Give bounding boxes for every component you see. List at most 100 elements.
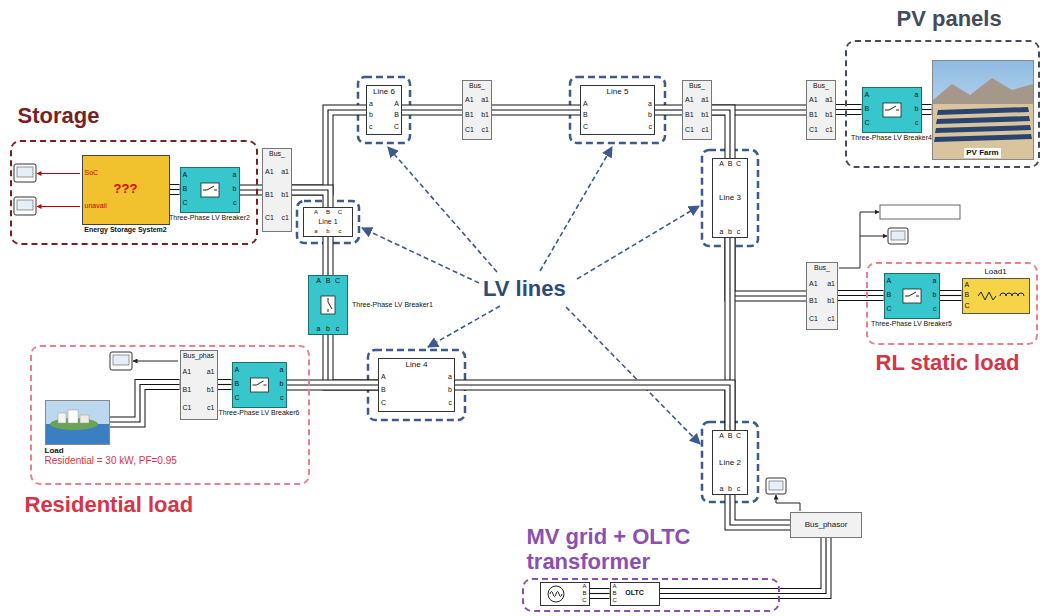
scope-symbol xyxy=(14,197,36,215)
block-title: Load1 xyxy=(984,267,1006,276)
wire-stroke xyxy=(730,495,790,525)
port-label: A1 xyxy=(465,96,474,104)
port-label: a1 xyxy=(481,96,489,104)
port-label: c1 xyxy=(826,126,833,134)
three-phase-wire xyxy=(922,109,932,110)
port-label: C xyxy=(865,119,870,127)
pointer-arrow xyxy=(540,147,612,271)
wire-stroke xyxy=(455,385,730,430)
port-label: a1 xyxy=(281,168,289,176)
port-label: a xyxy=(720,228,724,236)
wire-stroke xyxy=(655,109,682,110)
dashed-frame xyxy=(702,150,758,246)
port-label: B xyxy=(582,590,586,597)
port-label: b xyxy=(233,185,237,193)
group-heading: Residential load xyxy=(25,492,194,517)
wire-stroke xyxy=(655,105,682,116)
group-heading: PV panels xyxy=(897,6,1002,31)
signal-line xyxy=(776,495,800,511)
wire-stroke xyxy=(940,291,962,300)
wire-stroke xyxy=(492,109,580,110)
three-phase-wire xyxy=(730,495,790,525)
wire-stroke xyxy=(287,379,379,391)
port-label: C xyxy=(381,399,386,407)
three-phase-wire xyxy=(218,384,232,385)
scope-screen xyxy=(113,355,129,365)
dashed-frame xyxy=(297,201,359,243)
wire-stroke xyxy=(836,104,862,116)
wire-stroke xyxy=(327,237,328,275)
scope-symbol xyxy=(14,164,36,182)
wire-stroke xyxy=(730,238,806,296)
block-caption: Three-Phase LV Breaker1 xyxy=(352,301,433,309)
port-label: b xyxy=(915,105,919,113)
port-label: c1 xyxy=(282,214,289,222)
group-heading: Storage xyxy=(18,103,100,128)
wire-stroke xyxy=(402,106,462,115)
simulink-block: LoadResidential = 30 kW, PF=0.95 xyxy=(45,400,110,445)
simulink-block: ABC xyxy=(540,582,590,606)
simulink-block: ABCabcThree-Phase LV Breaker1 xyxy=(308,275,348,335)
wire-stroke xyxy=(287,380,379,390)
port-label: b1 xyxy=(481,111,489,119)
panel-row xyxy=(935,125,1031,133)
wire-stroke xyxy=(730,238,806,296)
port-label: B xyxy=(613,590,617,597)
port-label: C xyxy=(736,432,741,440)
wire-stroke xyxy=(730,495,790,525)
wire-stroke xyxy=(590,588,610,599)
port-label: B xyxy=(326,277,331,285)
wire-stroke xyxy=(110,385,180,423)
port-label: C xyxy=(613,597,617,604)
port-label: c xyxy=(339,228,342,235)
port-label: c xyxy=(233,199,237,207)
pointer-arrow xyxy=(388,147,497,272)
breaker-symbol xyxy=(903,289,921,303)
simulink-block: Line 6abcABC xyxy=(366,85,402,135)
port-label: C xyxy=(583,123,588,131)
port-label: A xyxy=(613,583,617,590)
three-phase-wire xyxy=(455,385,730,430)
simulink-block: ABCabcThree-Phase LV Breaker4 xyxy=(862,87,922,133)
panel-row xyxy=(934,134,1032,142)
wire-stroke xyxy=(328,335,378,385)
port-label: a xyxy=(648,100,652,108)
simulink-block: ABCLine 3abc xyxy=(712,158,748,238)
port-label: A xyxy=(183,171,188,179)
wire-stroke xyxy=(836,109,862,111)
breaker-symbol xyxy=(321,296,335,314)
sky xyxy=(46,401,109,444)
simulink-block: ABCabcThree-Phase LV Breaker2 xyxy=(180,167,240,213)
dashed-frame xyxy=(368,350,465,420)
sky xyxy=(933,61,1033,159)
port-label: A xyxy=(381,373,386,381)
port-label: B1 xyxy=(265,191,274,199)
dashed-frame xyxy=(570,77,665,143)
port-label: b1 xyxy=(701,111,709,119)
port-label: A xyxy=(865,91,870,99)
wire-stroke xyxy=(170,184,180,195)
wire-stroke xyxy=(730,495,790,525)
scope-symbol xyxy=(766,478,786,494)
building xyxy=(58,413,66,423)
three-phase-wire xyxy=(170,189,180,190)
port-label: a xyxy=(915,91,919,99)
wire-stroke xyxy=(712,110,730,158)
port-label: A xyxy=(965,281,970,289)
block-title: Bus_ xyxy=(469,82,485,90)
source-symbol xyxy=(548,586,564,602)
port-label: C xyxy=(235,394,240,402)
port-label: b xyxy=(326,228,329,235)
port-label: B xyxy=(235,380,240,388)
block-title: Bus_phasor xyxy=(805,520,848,529)
wire-stroke xyxy=(292,190,328,207)
wire-stroke xyxy=(218,380,232,389)
simulink-block: Line 4ABCabc xyxy=(378,358,455,412)
port-label: c xyxy=(336,325,340,333)
port-label: A xyxy=(316,277,321,285)
port-label: c xyxy=(737,485,741,493)
block-title: Line 5 xyxy=(607,87,629,96)
port-label: B xyxy=(381,386,386,394)
simulink-block: ABCOLTC xyxy=(610,582,660,606)
port-label: C1 xyxy=(265,214,274,222)
